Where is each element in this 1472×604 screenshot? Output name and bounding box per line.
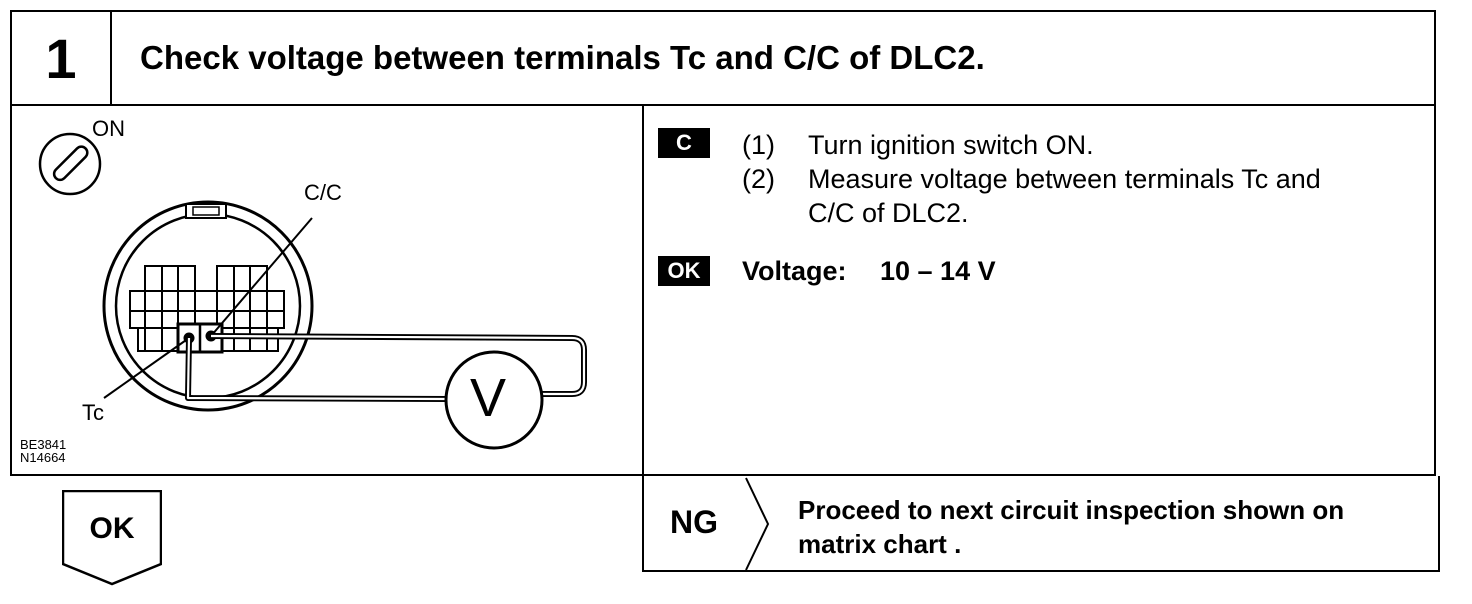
ignition-switch-icon (38, 132, 102, 196)
dlc2-connector-diagram (38, 132, 587, 450)
ng-result-box: NG Proceed to next circuit inspection sh… (642, 476, 1440, 572)
ok-label: OK (89, 512, 135, 545)
dlc2-connector-icon (102, 200, 314, 412)
step-item-number: (2) (742, 164, 775, 194)
figure-code: N14664 (20, 450, 66, 465)
switch-on-label: ON (92, 116, 125, 141)
voltmeter-symbol: V (470, 368, 507, 428)
terminal-cc-label: C/C (304, 180, 342, 205)
spec-value: 10 – 14 V (880, 256, 996, 286)
ng-box-frame (642, 476, 1440, 572)
ng-action-text: Proceed to next circuit inspection shown… (798, 495, 1345, 525)
spec-label: Voltage: (742, 256, 847, 286)
wiring-figure: ON C/C Tc V BE3841 N14664 (12, 106, 642, 474)
ng-label: NG (670, 504, 718, 540)
ok-arrow-shape (62, 490, 162, 586)
check-badge: C (658, 128, 710, 158)
figure-code: BE3841 (20, 437, 67, 452)
ok-result-box: OK (62, 490, 162, 586)
voltmeter-icon (444, 350, 544, 450)
ng-action-text: matrix chart . (798, 529, 962, 559)
step-item-text: C/C of DLC2. (808, 198, 969, 228)
terminal-tc-label: Tc (82, 400, 104, 425)
step-header: 1 Check voltage between terminals Tc and… (10, 10, 1436, 106)
column-divider (642, 106, 644, 474)
step-item-text: Turn ignition switch ON. (808, 130, 1094, 160)
ok-badge: OK (658, 256, 710, 286)
step-title: Check voltage between terminals Tc and C… (140, 39, 985, 76)
step-body: ON C/C Tc V BE3841 N14664 C (1) Turn ign… (10, 104, 1436, 476)
step-item-number: (1) (742, 130, 775, 160)
step-number: 1 (12, 12, 112, 104)
step-item-text: Measure voltage between terminals Tc and (808, 164, 1321, 194)
